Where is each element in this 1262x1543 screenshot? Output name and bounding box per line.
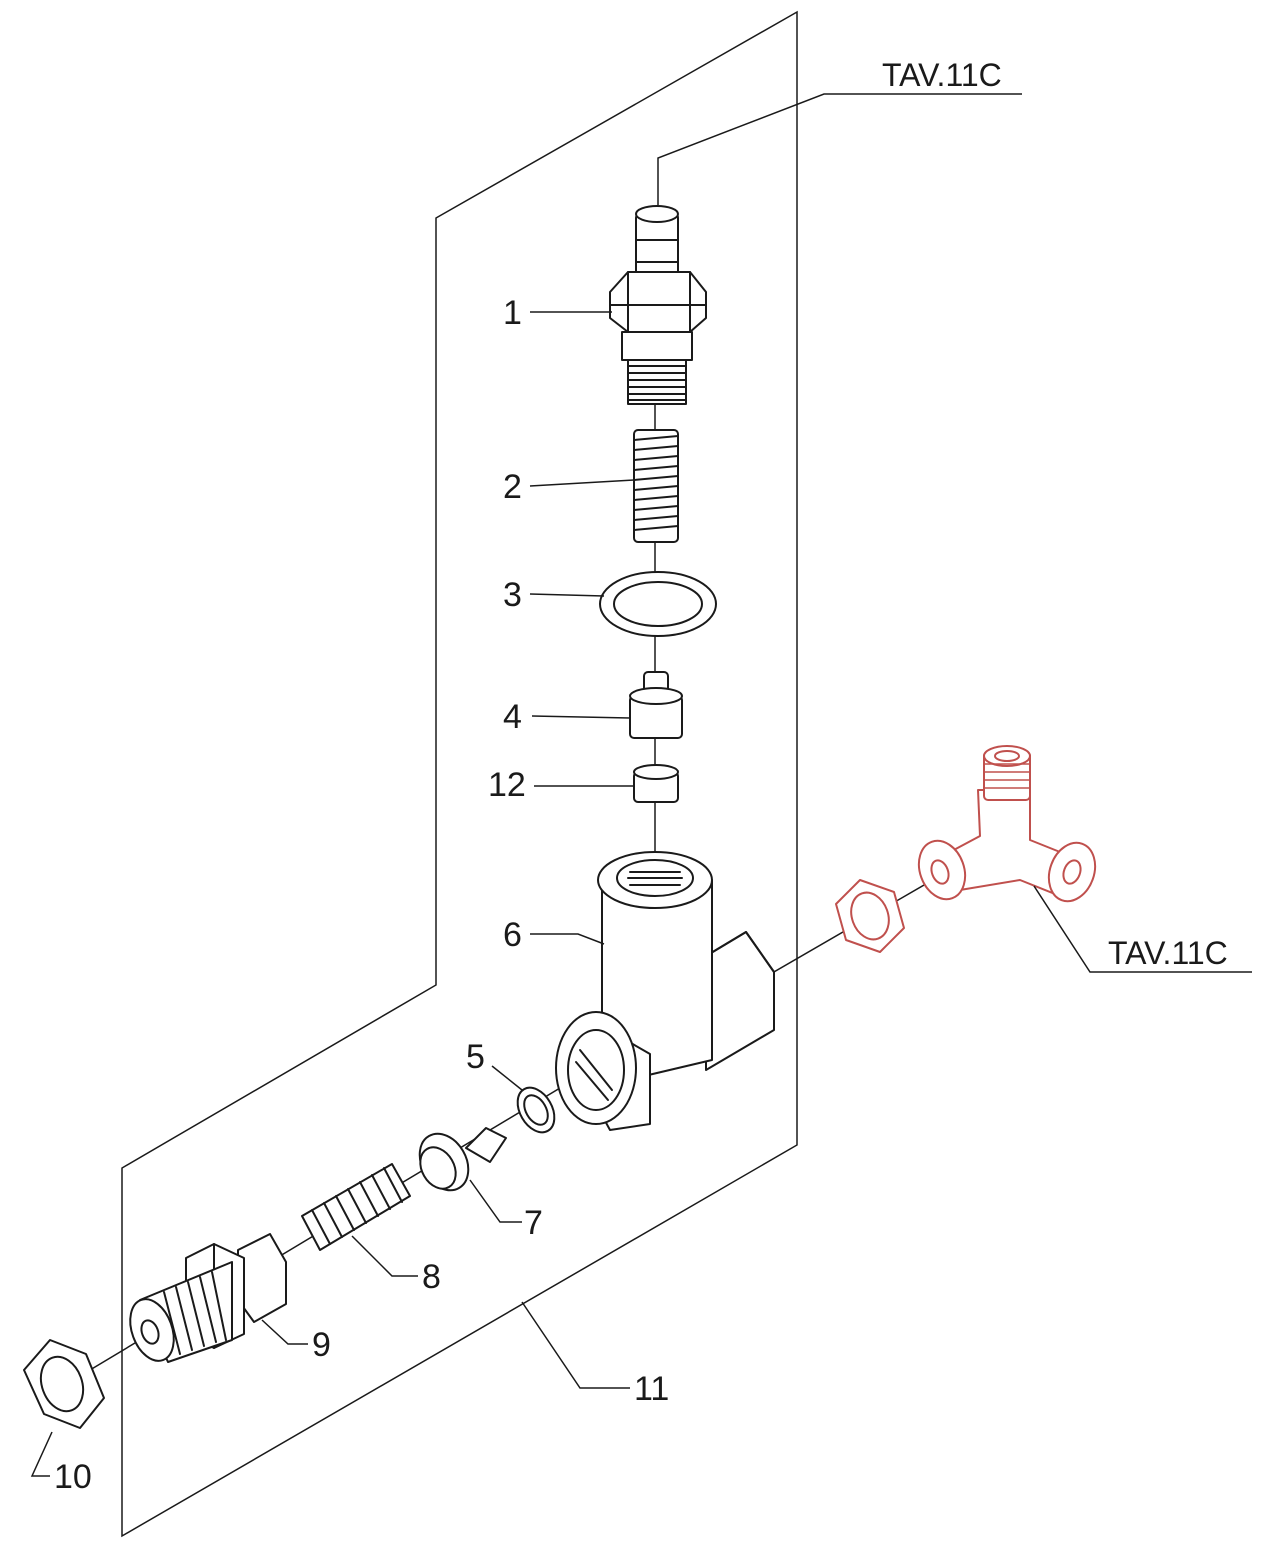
- leader-7: [469, 1179, 522, 1223]
- leader-tav-top: [657, 93, 1022, 205]
- label-9: 9: [312, 1326, 331, 1364]
- label-7: 7: [524, 1204, 543, 1242]
- part-12-seal: [633, 764, 679, 803]
- part-6-tee-body: [555, 851, 775, 1131]
- leader-11: [521, 1301, 630, 1389]
- leader-tav-right: [1033, 885, 1252, 973]
- reference-nut: [835, 879, 905, 953]
- part-1-hose-fitting: [609, 205, 707, 405]
- label-12: 12: [488, 766, 526, 804]
- label-5: 5: [466, 1038, 485, 1076]
- leader-2: [529, 479, 635, 487]
- leader-6: [530, 933, 605, 945]
- leader-9: [261, 1319, 308, 1345]
- axis-lines: [89, 300, 951, 1371]
- leader-5: [491, 1065, 523, 1091]
- reference-label-top: TAV.11C: [882, 57, 1002, 93]
- label-11: 11: [634, 1370, 669, 1408]
- part-5-o-ring: [516, 1086, 556, 1134]
- label-4: 4: [503, 698, 522, 736]
- part-4-plunger: [629, 671, 683, 739]
- part-2-spring: [633, 429, 679, 543]
- label-3: 3: [503, 576, 522, 614]
- part-10-nut: [23, 1339, 105, 1429]
- assembly-boundary: [121, 10, 798, 1538]
- leader-4: [531, 715, 631, 719]
- label-2: 2: [503, 468, 522, 506]
- leader-8: [351, 1235, 418, 1277]
- label-6: 6: [503, 916, 522, 954]
- part-9-threaded-fitting: [129, 1233, 287, 1363]
- leader-10: [30, 1431, 53, 1477]
- label-10: 10: [54, 1458, 92, 1496]
- reference-three-way-fitting: [917, 745, 1097, 903]
- reference-label-right: TAV.11C: [1108, 935, 1228, 971]
- part-8-spring: [301, 1163, 411, 1251]
- label-8: 8: [422, 1258, 441, 1296]
- leader-3: [529, 593, 605, 597]
- part-7-valve-stem: [418, 1127, 507, 1192]
- label-1: 1: [503, 294, 522, 332]
- part-3-washer: [599, 571, 717, 637]
